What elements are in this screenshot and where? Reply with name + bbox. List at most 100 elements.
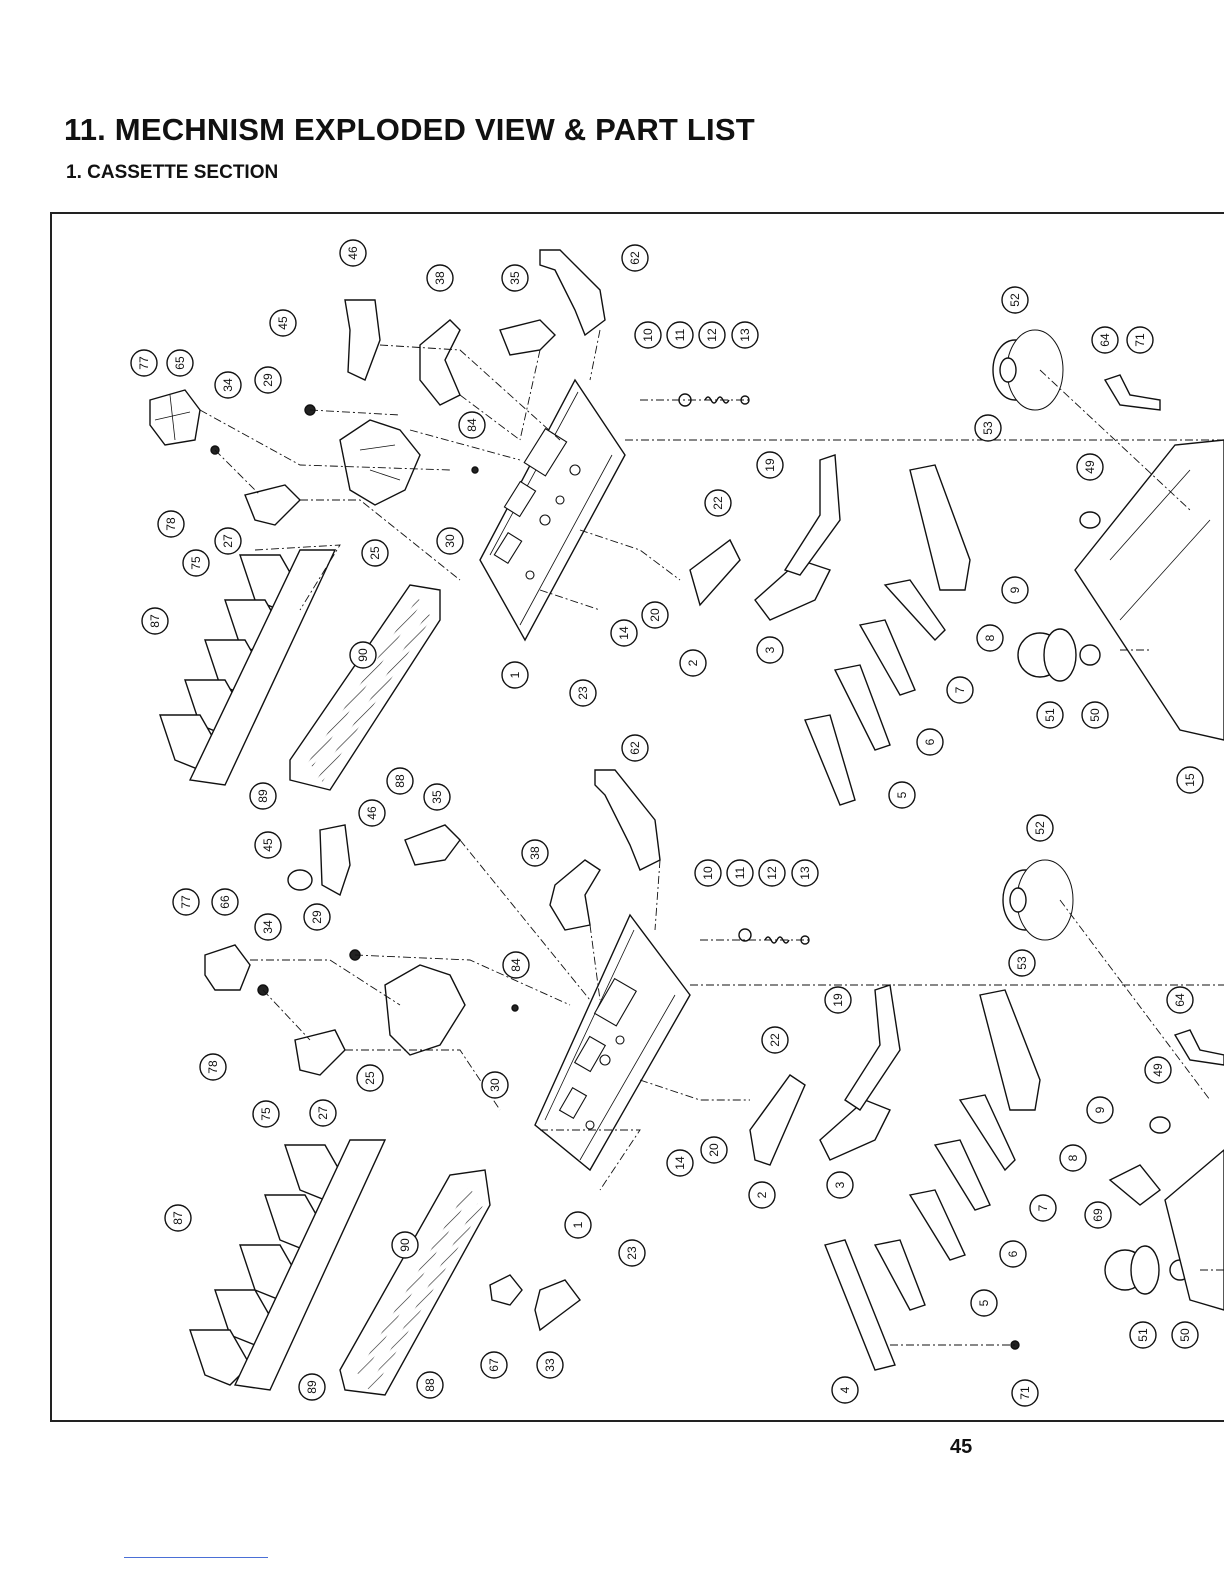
upper-callout-bubble-50 bbox=[1081, 701, 1109, 729]
lower-strip-89 bbox=[233, 1139, 387, 1391]
lower-callout-33: 33 bbox=[543, 1358, 557, 1372]
lower-callout-bubble-27 bbox=[309, 1099, 337, 1127]
lower-callout-bubble-35 bbox=[423, 783, 451, 811]
lower-callout-bubble-46 bbox=[358, 799, 386, 827]
lower-lever-3 bbox=[819, 1099, 891, 1161]
upper-callout-bubble-2 bbox=[679, 649, 707, 677]
upper-callout-bubble-20 bbox=[641, 601, 669, 629]
lower-part-33 bbox=[534, 1279, 581, 1332]
lower-callout-bubble-12 bbox=[758, 859, 786, 887]
upper-callout-bubble-71 bbox=[1126, 326, 1154, 354]
upper-callout-20: 20 bbox=[648, 608, 662, 622]
upper-callout-bubble-9 bbox=[1001, 576, 1029, 604]
lower-callout-bubble-53 bbox=[1008, 949, 1036, 977]
lower-callout-bubble-33 bbox=[536, 1351, 564, 1379]
upper-callout-10: 10 bbox=[641, 328, 655, 342]
upper-lever-2 bbox=[689, 538, 741, 607]
upper-bracket-65 bbox=[149, 389, 201, 446]
upper-callout-12: 12 bbox=[705, 328, 719, 342]
lower-callout-75: 75 bbox=[259, 1107, 273, 1121]
lower-arm-62 bbox=[594, 769, 661, 871]
upper-callout-bubble-13 bbox=[731, 321, 759, 349]
lower-callout-bubble-90 bbox=[391, 1231, 419, 1259]
section-title: 1. CASSETTE SECTION bbox=[66, 162, 279, 183]
upper-callout-34: 34 bbox=[221, 378, 235, 392]
lower-callout-9: 9 bbox=[1093, 1106, 1107, 1113]
upper-callout-bubble-6 bbox=[916, 728, 944, 756]
lower-callout-64: 64 bbox=[1173, 993, 1187, 1007]
upper-callout-bubble-38 bbox=[426, 264, 454, 292]
lower-bracket-66 bbox=[204, 944, 251, 991]
lower-callout-69: 69 bbox=[1091, 1208, 1105, 1222]
lower-lever-2 bbox=[749, 1074, 806, 1166]
lower-callout-6: 6 bbox=[1006, 1250, 1020, 1257]
upper-callout-46: 46 bbox=[346, 246, 360, 260]
upper-callout-bubble-62 bbox=[621, 244, 649, 272]
upper-callout-30: 30 bbox=[443, 534, 457, 548]
upper-callout-bubble-64 bbox=[1091, 326, 1119, 354]
upper-callout-5: 5 bbox=[895, 791, 909, 798]
lower-callout-30: 30 bbox=[488, 1078, 502, 1092]
upper-callout-8: 8 bbox=[983, 634, 997, 641]
upper-callout-87: 87 bbox=[148, 614, 162, 628]
upper-callout-bubble-75 bbox=[182, 549, 210, 577]
lower-callout-62: 62 bbox=[628, 741, 642, 755]
upper-callout-bubble-10 bbox=[634, 321, 662, 349]
upper-callout-65: 65 bbox=[173, 356, 187, 370]
upper-bracket-64 bbox=[1103, 374, 1161, 411]
upper-callout-13: 13 bbox=[738, 328, 752, 342]
lower-callout-90: 90 bbox=[398, 1238, 412, 1252]
lower-callout-23: 23 bbox=[625, 1246, 639, 1260]
upper-callout-bubble-30 bbox=[436, 527, 464, 555]
upper-callout-bubble-89 bbox=[249, 782, 277, 810]
lower-washer-49 bbox=[1149, 1116, 1171, 1134]
upper-callout-bubble-77 bbox=[130, 349, 158, 377]
lower-callout-14: 14 bbox=[673, 1156, 687, 1170]
lower-callout-bubble-45 bbox=[254, 831, 282, 859]
lower-callout-49: 49 bbox=[1151, 1063, 1165, 1077]
lower-callout-3: 3 bbox=[833, 1181, 847, 1188]
upper-callout-52: 52 bbox=[1008, 293, 1022, 307]
lower-cap-67 bbox=[489, 1274, 523, 1306]
upper-callout-77: 77 bbox=[137, 356, 151, 370]
lower-callout-87: 87 bbox=[171, 1211, 185, 1225]
lower-right-chassis bbox=[1164, 1149, 1224, 1311]
lower-callout-1: 1 bbox=[571, 1221, 585, 1228]
upper-holder-46 bbox=[344, 299, 381, 381]
lower-main-chassis bbox=[534, 913, 691, 1172]
lower-callout-29: 29 bbox=[310, 910, 324, 924]
upper-callout-1: 1 bbox=[508, 671, 522, 678]
upper-callout-bubble-46 bbox=[339, 239, 367, 267]
upper-callout-bubble-53 bbox=[974, 414, 1002, 442]
lower-callout-bubble-62 bbox=[621, 734, 649, 762]
lower-callout-bubble-6 bbox=[999, 1240, 1027, 1268]
upper-callout-88: 88 bbox=[393, 774, 407, 788]
lower-callout-67: 67 bbox=[487, 1358, 501, 1372]
upper-callout-bubble-23 bbox=[569, 679, 597, 707]
lower-callout-bubble-89 bbox=[298, 1373, 326, 1401]
footer-rule bbox=[124, 1557, 268, 1558]
lower-sliders bbox=[824, 989, 1041, 1371]
upper-callout-35: 35 bbox=[508, 271, 522, 285]
lower-callout-10: 10 bbox=[701, 866, 715, 880]
lower-callout-bubble-69 bbox=[1084, 1201, 1112, 1229]
upper-callout-bubble-84 bbox=[458, 411, 486, 439]
lower-callout-bubble-75 bbox=[252, 1100, 280, 1128]
lower-callout-19: 19 bbox=[831, 993, 845, 1007]
lower-clamp-38 bbox=[549, 859, 601, 931]
upper-callout-bubble-29 bbox=[254, 366, 282, 394]
upper-callout-bubble-3 bbox=[756, 636, 784, 664]
upper-callout-11: 11 bbox=[673, 328, 687, 341]
lower-callout-bubble-52 bbox=[1026, 814, 1054, 842]
lower-arm-27 bbox=[294, 1029, 346, 1076]
lower-callout-12: 12 bbox=[765, 866, 779, 880]
upper-flywheel-52 bbox=[992, 329, 1064, 411]
upper-callout-23: 23 bbox=[576, 686, 590, 700]
upper-callout-bubble-65 bbox=[166, 349, 194, 377]
page-title: 11. MECHNISM EXPLODED VIEW & PART LIST bbox=[64, 112, 755, 147]
upper-callout-2: 2 bbox=[686, 659, 700, 666]
lower-callout-bubble-23 bbox=[618, 1239, 646, 1267]
upper-callout-bubble-14 bbox=[610, 619, 638, 647]
lower-callout-bubble-3 bbox=[826, 1171, 854, 1199]
lower-reel-51 bbox=[1104, 1245, 1191, 1295]
